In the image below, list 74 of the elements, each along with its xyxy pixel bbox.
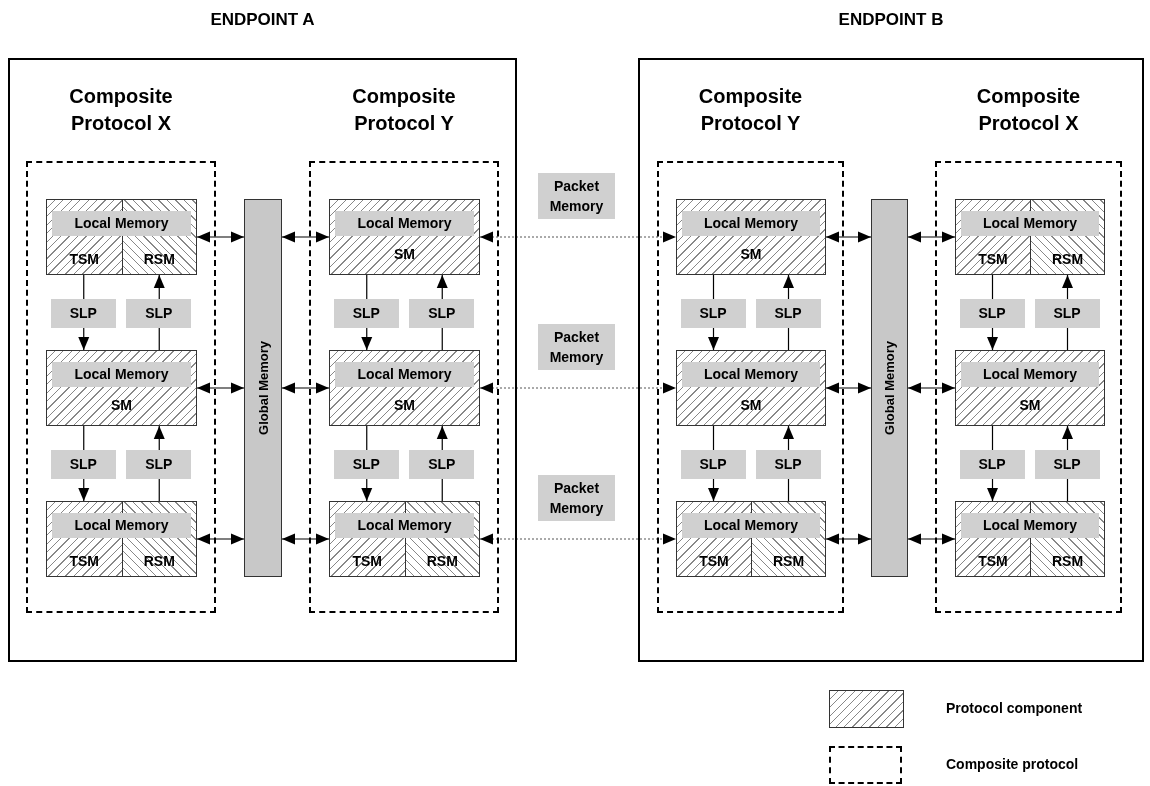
protocol-component-box [676, 350, 826, 426]
local-memory-label: Local Memory [961, 211, 1099, 236]
arrow [825, 533, 872, 545]
arrow [907, 382, 956, 394]
protocol-component-box [676, 501, 826, 577]
edge-label: SLP [755, 298, 821, 328]
local-memory-label: Local Memory [682, 362, 820, 387]
protocol-component-box [46, 199, 197, 275]
arrow [281, 533, 330, 545]
state-machine-label: SM [394, 397, 415, 413]
dashed-arrow [479, 533, 677, 545]
local-memory-label: Local Memory [335, 513, 474, 538]
composite-protocol-title: Composite Protocol X [975, 84, 1082, 136]
global-memory-bar: Global Memory [871, 199, 908, 577]
protocol-component-box [955, 199, 1105, 275]
local-memory-label: Local Memory [682, 211, 820, 236]
local-memory-label: Local Memory [52, 211, 191, 236]
edge-label: SLP [409, 298, 475, 328]
edge-label: SLP [50, 298, 116, 328]
edge-label: SLP [333, 298, 399, 328]
state-machine-label: SM [394, 246, 415, 262]
edge-label: SLP [1034, 298, 1100, 328]
arrow [196, 382, 245, 394]
edge-label: SLP [1034, 449, 1100, 479]
arrow [907, 231, 956, 243]
edge-label: SLP [680, 449, 746, 479]
legend-label: Protocol component [946, 700, 1083, 716]
edge-label: Packet Memory [538, 324, 615, 370]
edge-label: Packet Memory [538, 173, 615, 219]
composite-protocol-title: Composite Protocol Y [697, 84, 804, 136]
arrow [281, 231, 330, 243]
state-machine-label: SM [111, 397, 132, 413]
local-memory-label: Local Memory [335, 362, 474, 387]
composite-protocol-title: Composite Protocol Y [351, 84, 457, 136]
edge-label: SLP [50, 449, 116, 479]
protocol-component-box [955, 501, 1105, 577]
arrow [825, 382, 872, 394]
state-machine-label: SM [1019, 397, 1041, 413]
edge-label: SLP [680, 298, 746, 328]
dashed-arrow [479, 382, 677, 394]
state-machine-label: SM [740, 397, 762, 413]
protocol-component-box [329, 199, 480, 275]
endpoint-title: ENDPOINT A [209, 10, 316, 30]
edge-label: Packet Memory [538, 475, 615, 521]
protocol-component-box [46, 350, 197, 426]
edge-label: SLP [409, 449, 475, 479]
local-memory-label: Local Memory [335, 211, 474, 236]
local-memory-label: Local Memory [52, 513, 191, 538]
edge-label: SLP [126, 449, 192, 479]
edge-label: SLP [959, 449, 1025, 479]
arrow [196, 231, 245, 243]
local-memory-label: Local Memory [961, 513, 1099, 538]
protocol-component-box [46, 501, 197, 577]
arrow [281, 382, 330, 394]
edge-label: SLP [959, 298, 1025, 328]
local-memory-label: Local Memory [961, 362, 1099, 387]
endpoint-title: ENDPOINT B [837, 10, 945, 30]
local-memory-label: Local Memory [52, 362, 191, 387]
protocol-component-box [676, 199, 826, 275]
edge-label: SLP [126, 298, 192, 328]
arrow [825, 231, 872, 243]
edge-label: SLP [333, 449, 399, 479]
composite-protocol-title: Composite Protocol X [68, 84, 174, 136]
state-machine-label: SM [740, 246, 762, 262]
arrow [196, 533, 245, 545]
arrow [907, 533, 956, 545]
protocol-component-box [329, 501, 480, 577]
legend-label: Composite protocol [946, 756, 1079, 772]
protocol-component-box [329, 350, 480, 426]
local-memory-label: Local Memory [682, 513, 820, 538]
protocol-component-box [955, 350, 1105, 426]
dashed-arrow [479, 231, 677, 243]
global-memory-bar: Global Memory [244, 199, 282, 577]
edge-label: SLP [755, 449, 821, 479]
